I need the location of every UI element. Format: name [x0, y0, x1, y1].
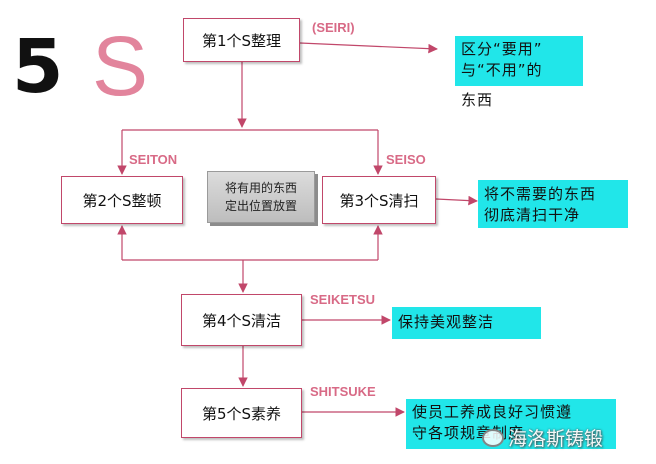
- step4-note: 保持美观整洁: [392, 307, 541, 339]
- step5-roman-label: SHITSUKE: [310, 384, 376, 399]
- step3-note-line1: 将不需要的东西: [484, 185, 597, 203]
- step1-note-line1: 区分“要用”: [461, 40, 543, 58]
- step2-roman-label: SEITON: [129, 152, 178, 167]
- step3-box: 第3个S清扫: [322, 176, 436, 224]
- step2-box: 第2个S整顿: [61, 176, 183, 224]
- step4-roman-label: SEIKETSU: [310, 292, 376, 307]
- step3-note: 将不需要的东西 彻底清扫干净: [478, 180, 628, 228]
- step1-roman-label: (SEIRI): [312, 20, 355, 35]
- step3-title: 第3个S清扫: [339, 191, 419, 210]
- logo-digit: 5: [12, 24, 64, 110]
- center-note-line1: 将有用的东西: [224, 181, 297, 195]
- step1-title: 第1个S整理: [201, 31, 282, 50]
- wechat-icon: [482, 428, 504, 447]
- step3-note-line2: 彻底清扫干净: [484, 206, 581, 224]
- watermark: 海洛斯铸锻: [482, 424, 603, 451]
- logo-letter: S: [92, 19, 149, 113]
- step1-note: 区分“要用” 与“不用”的: [455, 36, 583, 86]
- arrow-step3-note: [435, 195, 478, 206]
- center-note-line2: 定出位置放置: [224, 199, 297, 213]
- arrow-step1-note: [299, 42, 438, 54]
- step4-note-line1: 保持美观整洁: [398, 313, 495, 331]
- step3-roman-label: SEISO: [386, 152, 426, 167]
- step2-title: 第2个S整顿: [82, 191, 162, 210]
- watermark-text: 海洛斯铸锻: [508, 428, 604, 450]
- step5-title: 第5个S素养: [201, 404, 282, 423]
- step1-note-line2: 与“不用”的: [461, 61, 543, 79]
- step5-box: 第5个S素养: [181, 388, 302, 438]
- step4-box: 第4个S清洁: [181, 294, 302, 346]
- step4-title: 第4个S清洁: [201, 311, 282, 330]
- step5-note-line1: 使员工养成良好习惯遵: [412, 403, 573, 421]
- step1-note-line3: 东西: [461, 91, 494, 109]
- step1-box: 第1个S整理: [183, 18, 300, 62]
- center-note: 将有用的东西 定出位置放置: [207, 171, 315, 223]
- step5-note: 使员工养成良好习惯遵 守各项规章制度: [406, 399, 616, 449]
